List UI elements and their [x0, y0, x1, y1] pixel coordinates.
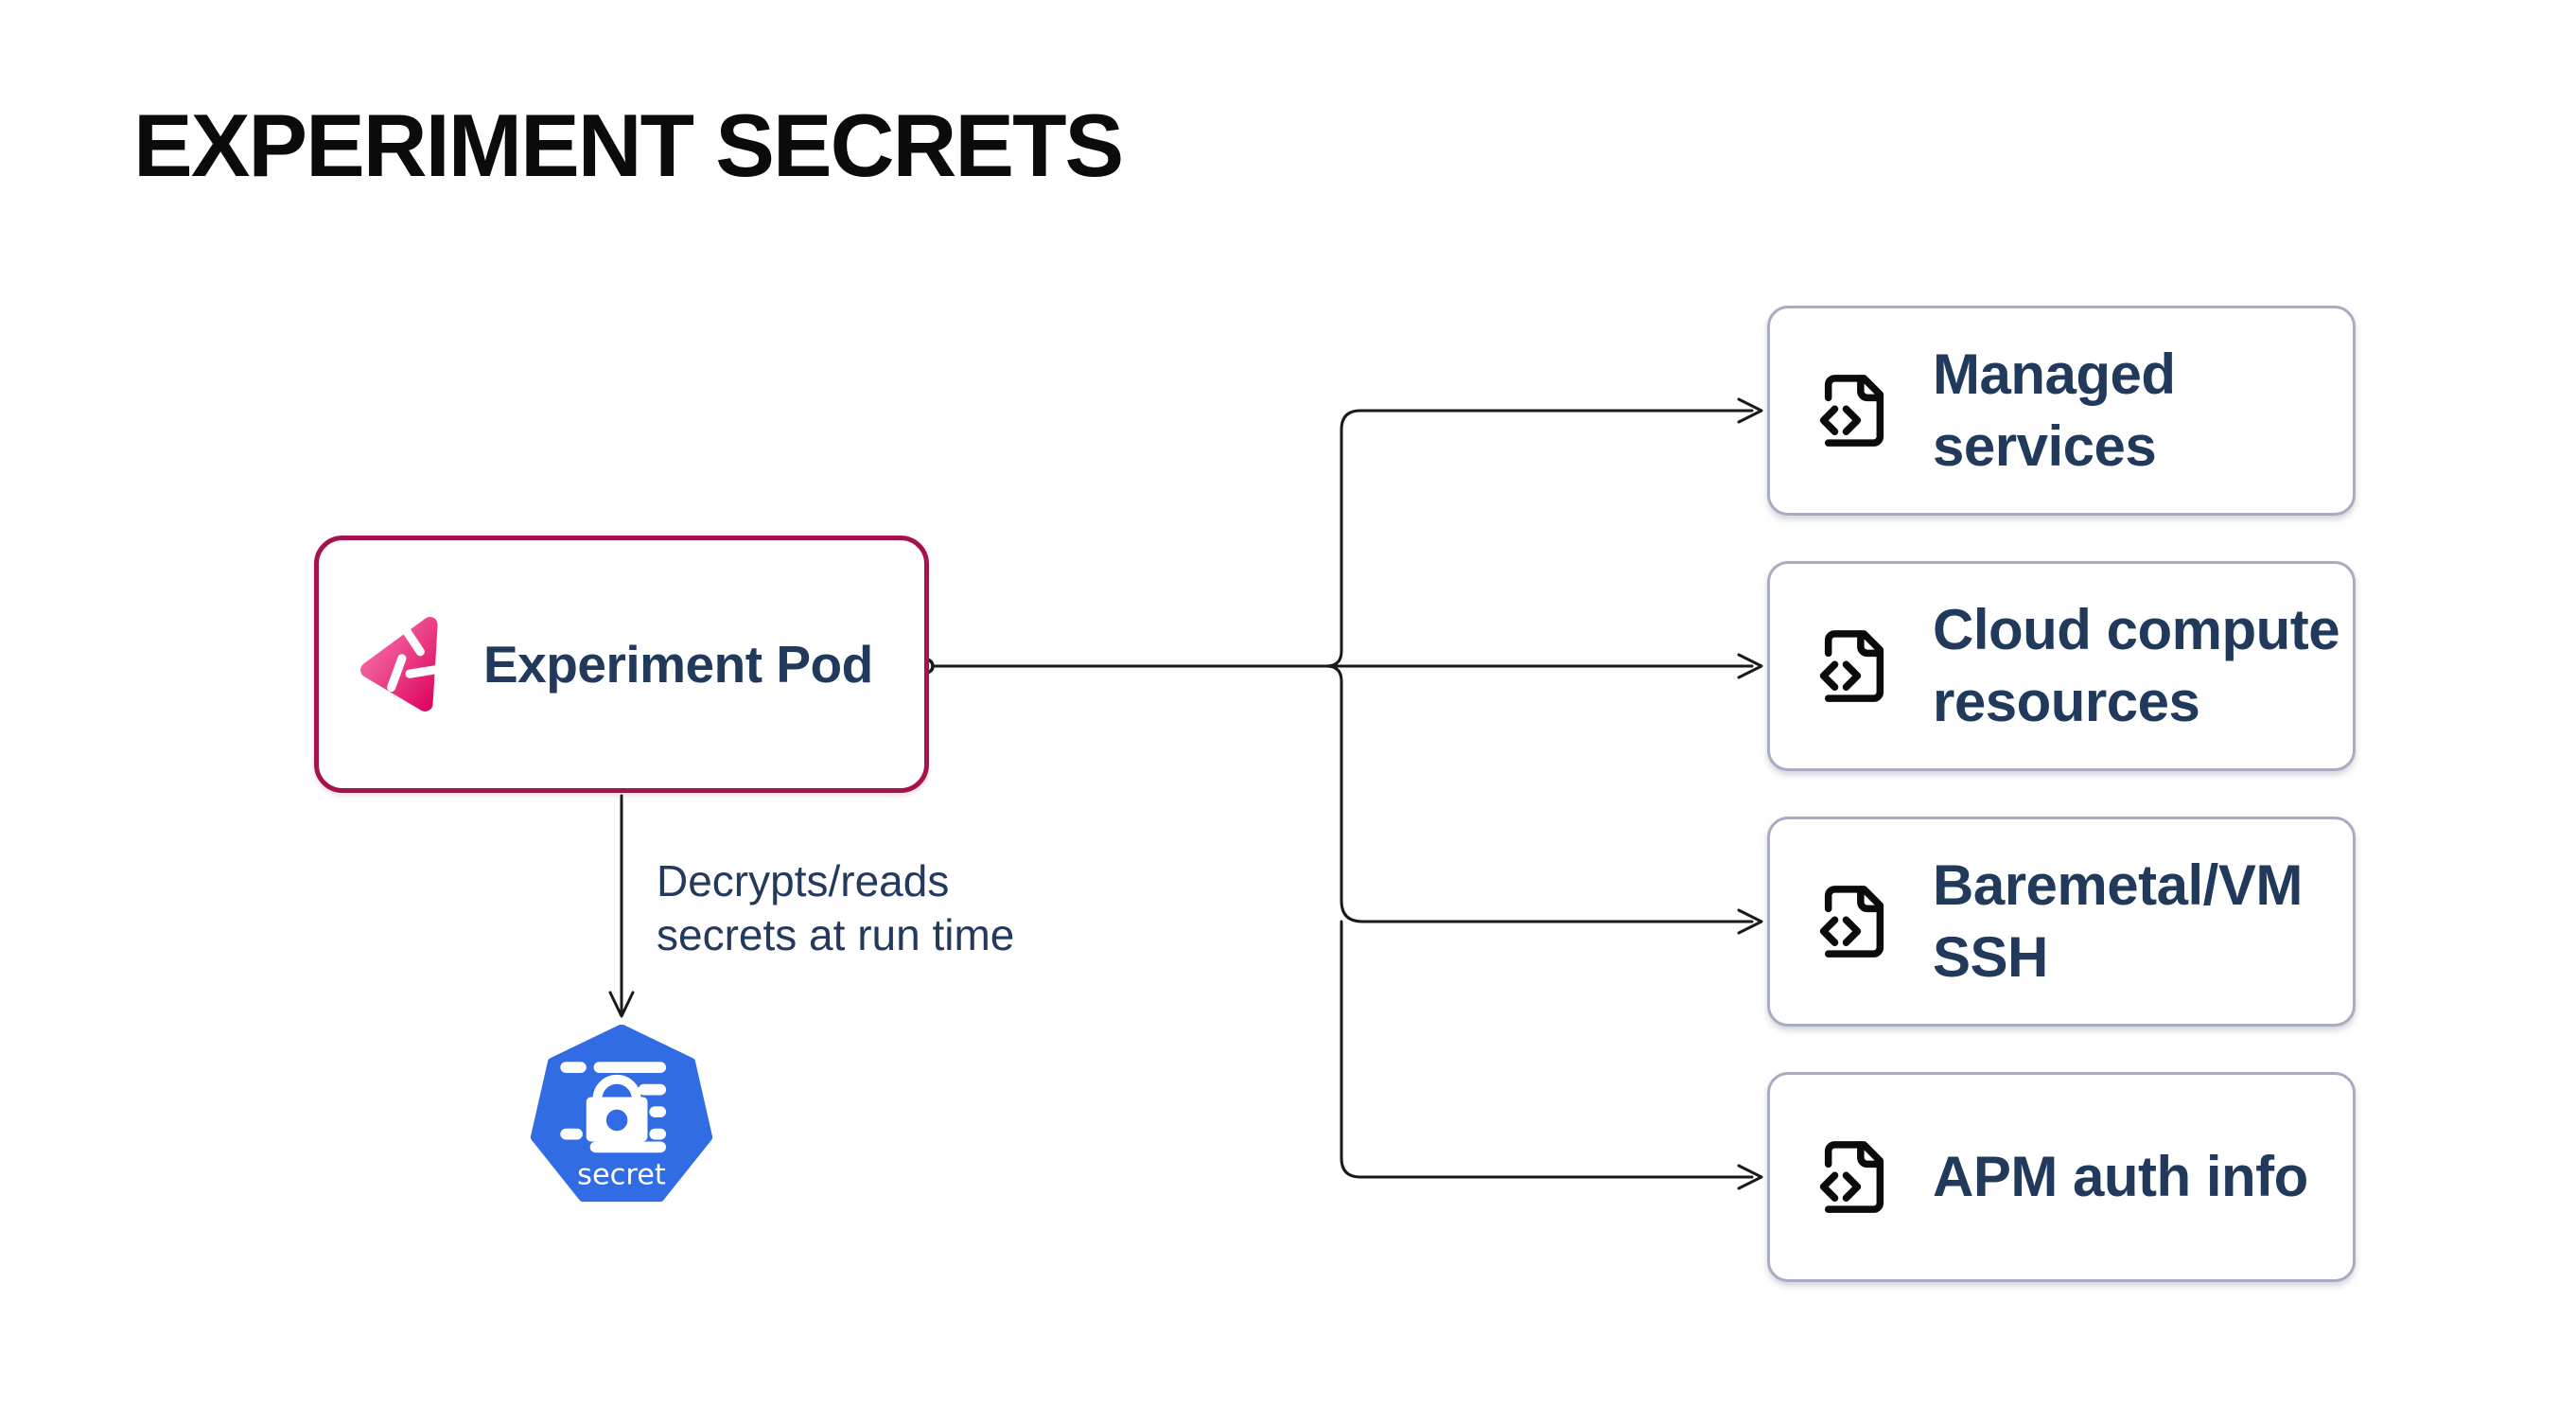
kubernetes-secret-node: secret: [529, 1025, 714, 1210]
litmus-logo-icon: [360, 617, 445, 712]
file-code-icon: [1819, 886, 1884, 958]
pod-label: Experiment Pod: [483, 635, 873, 694]
secret-label: secret: [577, 1159, 666, 1192]
file-code-icon: [1819, 630, 1884, 702]
experiment-pod-node: Experiment Pod: [314, 536, 929, 793]
page-title: EXPERIMENT SECRETS: [133, 96, 1124, 195]
edge-pod-to-apm-auth: [1340, 920, 1763, 1190]
annotation-line2: secrets at run time: [657, 910, 1015, 959]
annotation-line1: Decrypts/reads: [657, 856, 950, 905]
target-node-cloud-compute: Cloud compute resources: [1767, 561, 2356, 771]
arrowhead-icon: [1737, 653, 1763, 679]
edge-pod-to-cloud-compute: [933, 653, 1763, 679]
kubernetes-secret-icon: secret: [530, 1025, 713, 1203]
target-label: Baremetal/VM SSH: [1933, 853, 2303, 989]
edge-pod-to-baremetal-ssh: [1324, 664, 1763, 935]
arrowhead-icon: [1737, 908, 1763, 935]
edge-pod-to-secret: [608, 794, 635, 1018]
target-node-baremetal-ssh: Baremetal/VM SSH: [1767, 817, 2356, 1027]
file-code-icon: [1819, 375, 1884, 447]
arrowhead-icon: [1737, 397, 1763, 424]
target-label: Cloud compute resources: [1933, 598, 2340, 733]
file-code-icon: [1819, 1141, 1884, 1213]
target-label: APM auth info: [1933, 1145, 2308, 1208]
edge-annotation: Decrypts/reads secrets at run time: [657, 854, 1014, 962]
arrowhead-icon: [1737, 1164, 1763, 1190]
target-label: Managed services: [1933, 343, 2176, 478]
edge-pod-to-managed-services: [1324, 397, 1763, 668]
target-node-apm-auth: APM auth info: [1767, 1072, 2356, 1282]
arrowhead-icon: [608, 991, 635, 1018]
target-node-managed-services: Managed services: [1767, 306, 2356, 516]
